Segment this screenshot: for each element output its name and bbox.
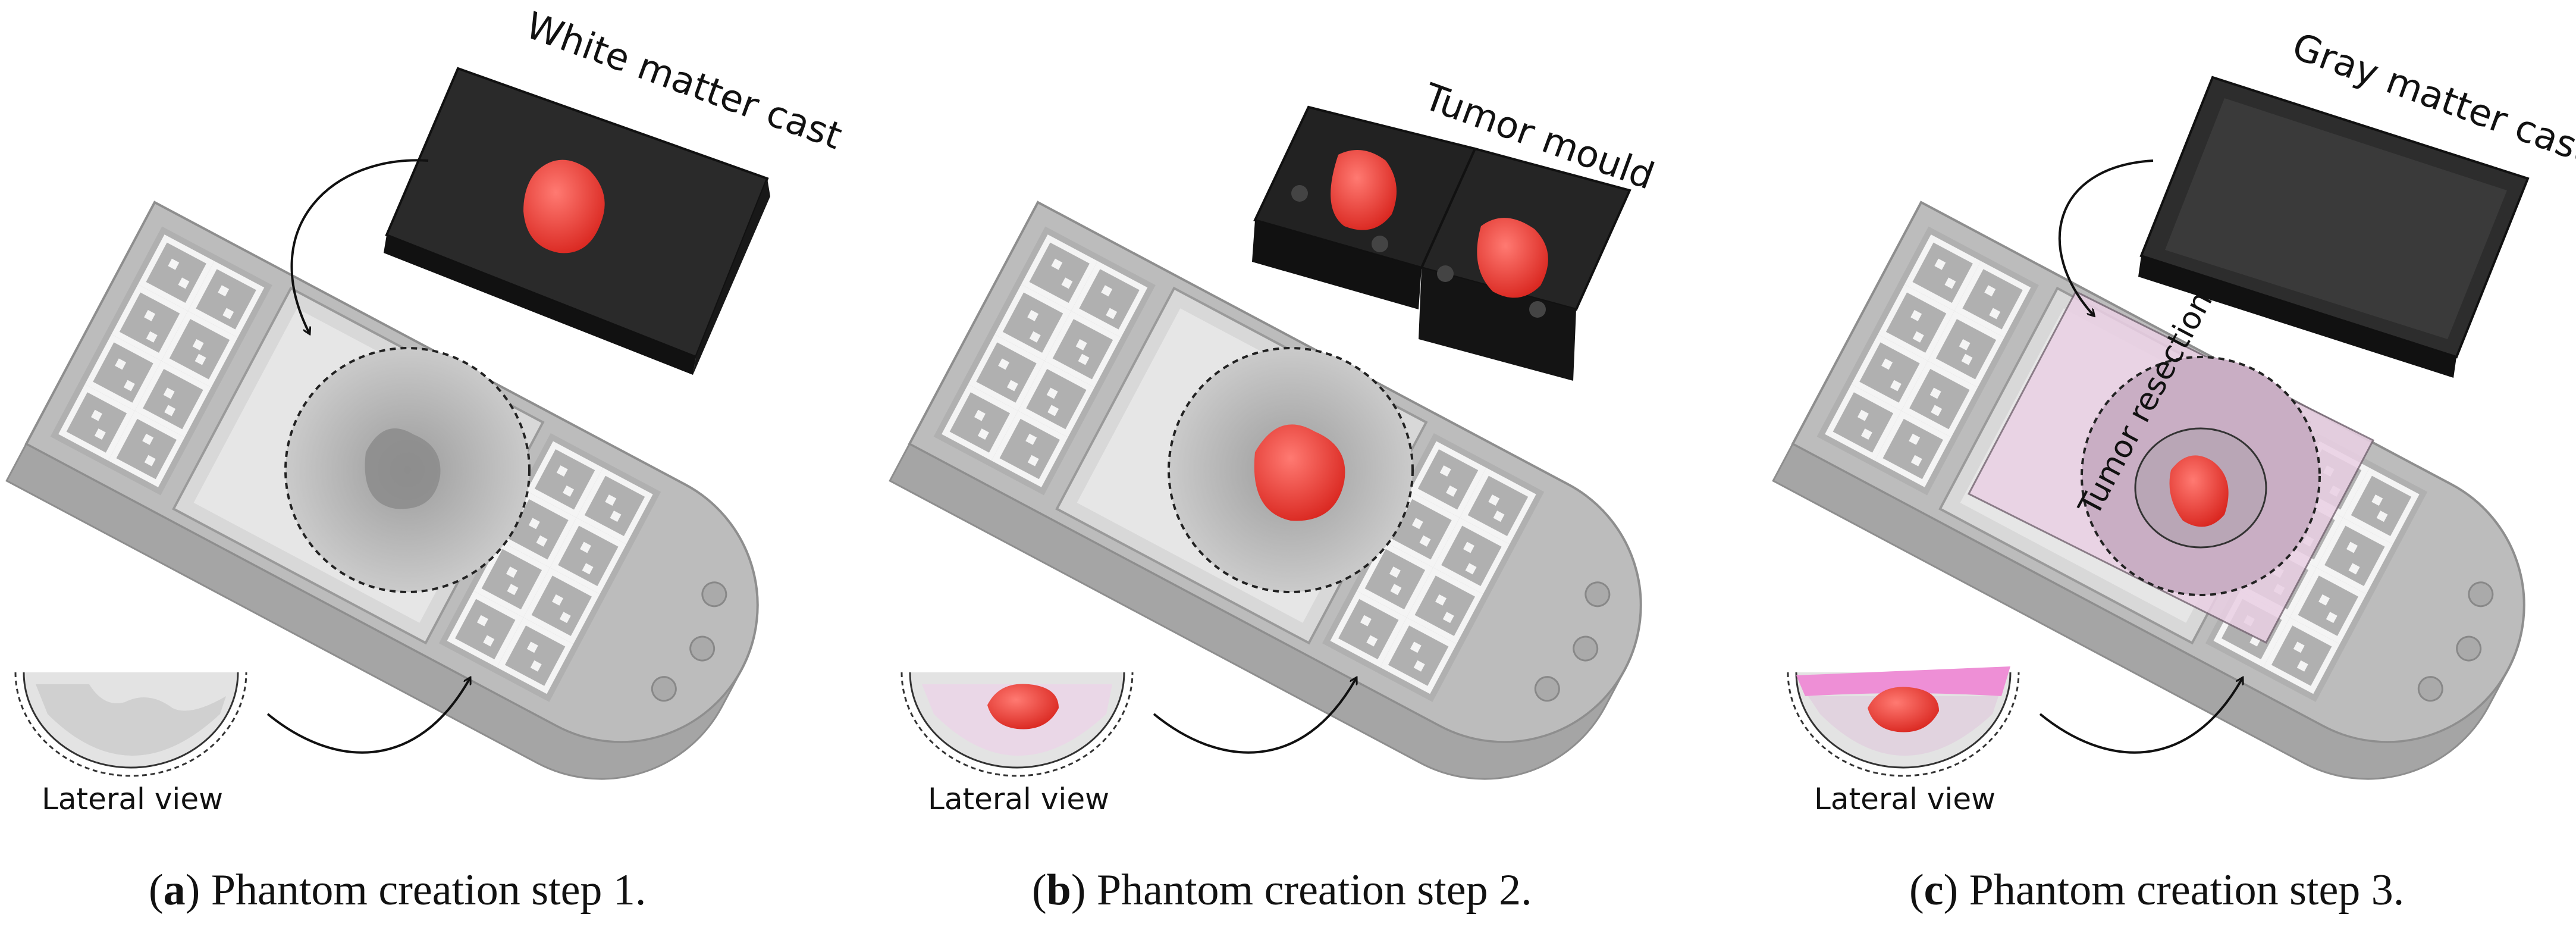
- panel-a: White matter cast Lateral view (a) Phant…: [7, 3, 848, 915]
- caption-c: (c) Phantom creation step 3.: [1909, 866, 2404, 915]
- tumor-mould: [1252, 105, 1631, 381]
- caption-a: (a) Phantom creation step 1.: [149, 866, 646, 915]
- lateral-view-c: [1787, 666, 2020, 777]
- panel-b: Tumor mould Lateral view (b) Phantom cre…: [890, 74, 1689, 915]
- lateral-view-label-b: Lateral view: [928, 782, 1109, 816]
- panel-c: Gray matter cast Tumor resection Lateral…: [1773, 24, 2576, 915]
- lateral-view-a: [14, 671, 247, 777]
- caption-b: (b) Phantom creation step 2.: [1032, 866, 1532, 915]
- gray-matter-cast: [2138, 76, 2530, 378]
- white-matter-cast: [384, 67, 770, 375]
- lateral-view-label-c: Lateral view: [1814, 782, 1995, 816]
- lateral-view-label-a: Lateral view: [42, 782, 223, 816]
- lateral-view-b: [900, 671, 1134, 777]
